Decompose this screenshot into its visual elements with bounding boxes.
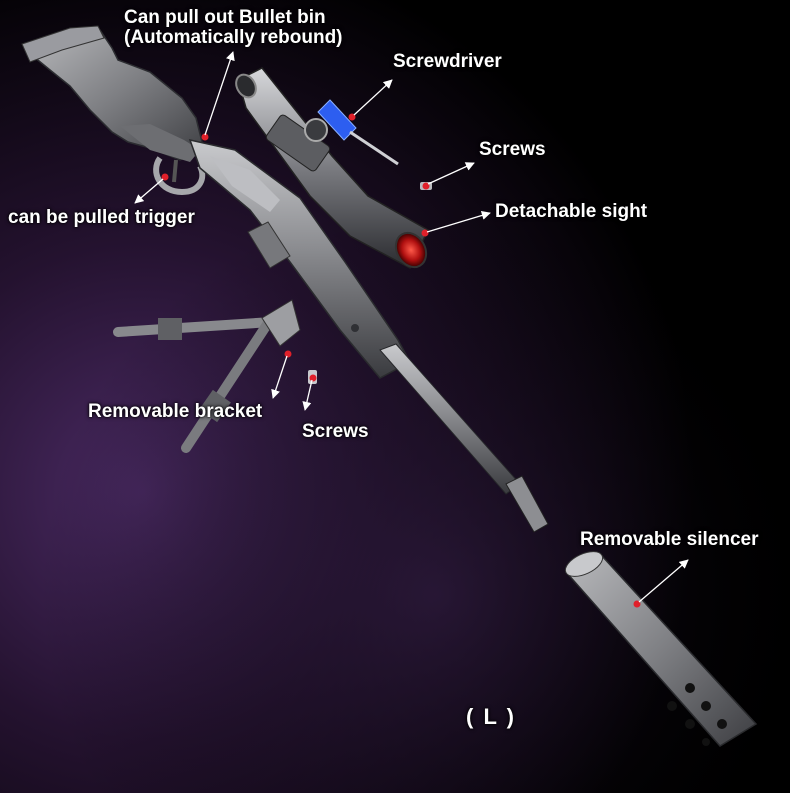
label-bracket: Removable bracket [88,401,263,422]
marker-screws-bottom [309,374,317,382]
arrow-screws-bottom [302,379,313,411]
marker-trigger [161,173,169,181]
callout-markers [161,113,641,608]
label-sight: Detachable sight [495,201,648,222]
callout-arrows [134,51,689,603]
arrow-screws-top [427,162,475,185]
rifle-barrel [188,138,549,533]
marker-screwdriver [348,113,356,121]
screwdriver [317,99,399,166]
arrow-silencer [638,559,689,603]
detachable-scope [235,67,429,270]
label-bullet-bin-line1: Can pull out Bullet bin [124,7,326,28]
marker-sight [421,229,429,237]
label-silencer: Removable silencer [580,529,759,550]
size-label: ( L ) [466,704,516,729]
label-bullet-bin: Can pull out Bullet bin (Automatically r… [124,8,343,48]
arrow-sight [426,211,491,233]
removable-silencer [564,551,758,747]
marker-bullet-bin [201,133,209,141]
label-bullet-bin-line2: (Automatically rebound) [124,26,343,48]
arrow-screwdriver [353,79,393,116]
removable-bipod [113,299,301,453]
marker-bracket [284,350,292,358]
arrow-trigger [134,178,164,204]
label-screws-top: Screws [479,139,546,160]
label-screws-bottom: Screws [302,421,369,442]
marker-silencer [633,600,641,608]
arrow-bracket [271,355,288,399]
marker-screws-top [422,182,430,190]
trigger-guard [153,156,206,196]
label-screwdriver: Screwdriver [393,51,502,72]
label-trigger: can be pulled trigger [8,207,195,228]
rifle-stock [21,25,205,162]
arrow-bullet-bin [204,51,235,136]
